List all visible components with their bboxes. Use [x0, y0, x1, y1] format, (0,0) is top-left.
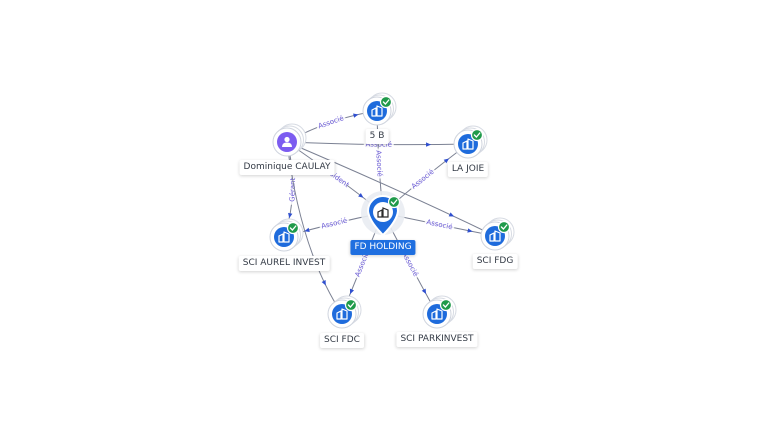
edge-arrow-icon — [443, 158, 449, 164]
edge-arrow-icon — [349, 288, 355, 295]
node-fd-holding[interactable] — [361, 191, 405, 237]
edge-dc-sg — [286, 141, 496, 237]
edge-arrow-icon — [321, 280, 326, 286]
node-label-sci-fdg[interactable]: SCI FDG — [472, 254, 518, 269]
person-icon — [282, 136, 292, 147]
node-sci-fdc[interactable] — [327, 295, 362, 329]
edge-label: Gérant — [288, 177, 297, 202]
node-label-sci-aurel-invest[interactable]: SCI AUREL INVEST — [238, 256, 330, 271]
edge-arrow-icon — [448, 212, 455, 217]
verified-check-icon — [286, 221, 300, 235]
edge-label: Associé — [410, 168, 436, 191]
node-dominique-caulay[interactable] — [272, 123, 307, 157]
verified-check-icon — [387, 195, 401, 209]
node-label-la-joie[interactable]: LA JOIE — [447, 162, 489, 177]
verified-check-icon — [439, 298, 453, 312]
building-icon — [371, 105, 383, 117]
node-label-sci-parkinvest[interactable]: SCI PARKINVEST — [396, 332, 478, 347]
building-icon — [462, 138, 474, 150]
building-icon — [336, 308, 348, 320]
verified-check-icon — [470, 128, 484, 142]
edge-arrow-icon — [358, 192, 364, 198]
edge-arrow-icon — [353, 113, 359, 118]
node-label-sci-fdc[interactable]: SCI FDC — [320, 333, 364, 348]
edge-label: Associé — [320, 216, 348, 230]
node-label-dominique-caulay[interactable]: Dominique CAULAY — [239, 160, 335, 175]
edge-label: Associé — [317, 114, 345, 130]
edge-arrow-icon — [467, 228, 473, 233]
node-label-5-b[interactable]: 5 B — [365, 129, 389, 144]
node-sci-fdg[interactable] — [480, 217, 515, 251]
node-5-b[interactable] — [362, 92, 397, 126]
edge-arrow-icon — [426, 142, 432, 147]
building-icon — [431, 308, 443, 320]
node-sci-parkinvest[interactable] — [422, 295, 457, 329]
verified-check-icon — [379, 95, 393, 109]
building-icon — [377, 207, 389, 218]
node-la-joie[interactable] — [453, 125, 488, 159]
node-sci-aurel-invest[interactable] — [269, 218, 304, 252]
verified-check-icon — [497, 220, 511, 234]
edge-label: Associé — [374, 150, 384, 177]
node-label-fd-holding[interactable]: FD HOLDING — [350, 240, 416, 255]
building-icon — [489, 230, 501, 242]
verified-check-icon — [344, 298, 358, 312]
building-icon — [278, 231, 290, 243]
edge-arrow-icon — [288, 212, 293, 219]
edge-label: Associé — [365, 140, 392, 148]
edge-arrow-icon — [304, 227, 310, 233]
edge-arrow-icon — [421, 288, 427, 295]
edge-label: Associé — [426, 218, 454, 231]
